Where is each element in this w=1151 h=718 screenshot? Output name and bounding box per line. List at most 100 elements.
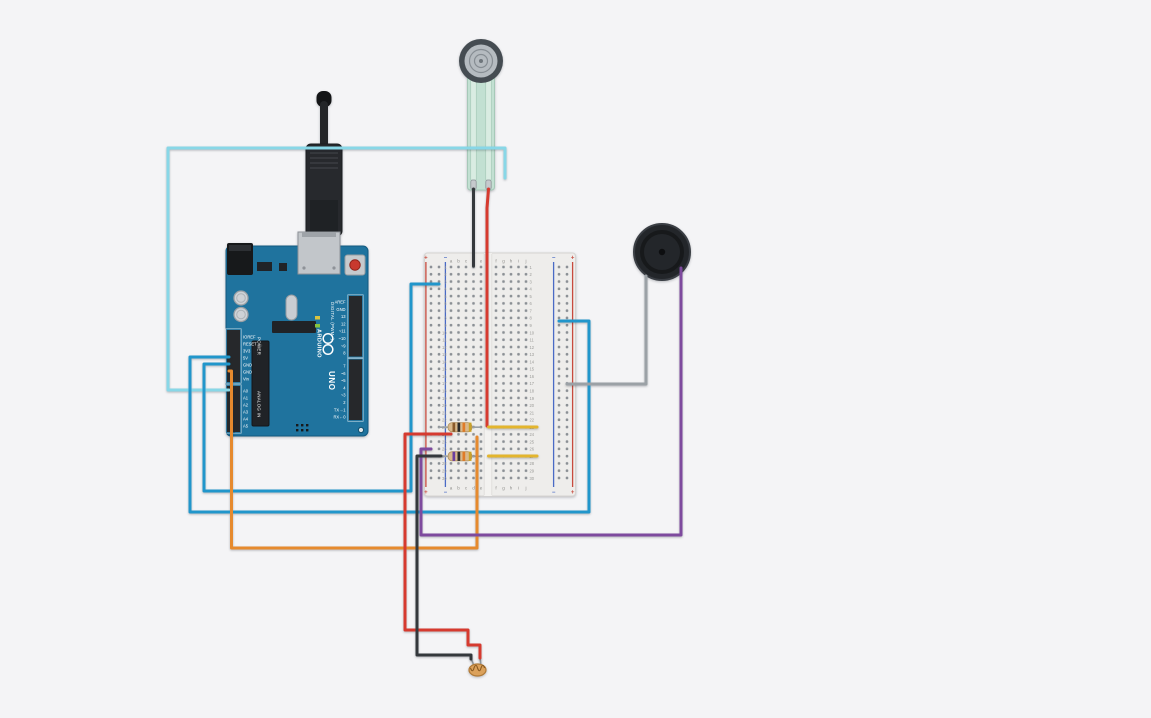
row-number: 5 [530, 294, 533, 299]
power-header[interactable] [227, 330, 240, 382]
row-number: 29 [530, 469, 535, 474]
digital-header-top[interactable] [349, 296, 362, 357]
reset-button[interactable] [349, 259, 361, 271]
resistor-band [462, 451, 466, 461]
pin-label: A0 [243, 389, 249, 394]
chip-notch [258, 343, 263, 348]
rail-plus-label: + [571, 256, 575, 262]
usb-socket-lip [302, 232, 336, 237]
pin-label: A2 [243, 403, 249, 408]
resistor-band [457, 451, 461, 461]
row-number: 29 [442, 469, 447, 474]
icsp-pin [296, 424, 299, 427]
column-letter: j [524, 259, 526, 264]
fsr-trace [485, 79, 492, 181]
row-number: 15 [530, 367, 535, 372]
usb-cable [320, 101, 328, 148]
row-number: 19 [442, 396, 447, 401]
fsr-ring [468, 48, 494, 74]
column-letter: e [480, 259, 483, 264]
pin-label: 5V [243, 356, 248, 361]
pin-label: 13 [341, 314, 346, 319]
resistor-band [457, 422, 461, 432]
capacitor [233, 290, 249, 306]
analog-header[interactable] [227, 386, 240, 432]
row-number: 6 [530, 301, 533, 306]
silkscreen-outline [347, 357, 364, 422]
power-rail-right[interactable] [555, 263, 571, 482]
atmega-chip [251, 340, 270, 427]
piezo-buzzer[interactable] [633, 223, 691, 281]
wire-photoresistor-red[interactable] [403, 432, 482, 660]
pin-label: GND [243, 370, 252, 375]
rail-plus-label: + [424, 490, 428, 496]
column-letter: b [457, 259, 460, 264]
led-on [315, 324, 320, 328]
resistor-band [452, 451, 456, 461]
row-number: 17 [442, 381, 447, 386]
fsr-ring [473, 53, 489, 69]
force-sensor[interactable] [459, 39, 503, 191]
row-number: 25 [530, 439, 535, 444]
row-number: 26 [530, 447, 535, 452]
column-letter: g [502, 259, 505, 264]
led-l [315, 316, 320, 320]
row-number: 13 [442, 352, 447, 357]
row-number: 26 [442, 447, 447, 452]
pin-label: ~10 [339, 336, 347, 341]
column-letter: i [518, 259, 519, 264]
wire-arduino-analog-cyan[interactable] [166, 146, 507, 392]
capacitor-ring [236, 309, 246, 320]
photoresistor[interactable] [468, 656, 487, 677]
capacitor [233, 306, 249, 323]
hole-grid-abcde[interactable] [447, 263, 485, 482]
row-number: 5 [444, 294, 447, 299]
usb-socket-dimple [332, 266, 336, 270]
rail-minus-label: − [444, 490, 448, 496]
row-number: 2 [530, 272, 533, 277]
wire-buzzer-gray[interactable] [565, 274, 648, 386]
arduino-logo-icon [322, 332, 334, 345]
pin-label: GND [243, 363, 252, 368]
hole-grid-fghij[interactable] [492, 263, 530, 482]
wire-buzzer-purple[interactable] [419, 266, 683, 537]
row-number: 2 [444, 272, 447, 277]
wire-arduino-orange[interactable] [227, 369, 479, 550]
digital-header-bottom[interactable] [349, 359, 362, 421]
ic-chip [272, 321, 316, 333]
wire-fsr-lead-red[interactable] [485, 187, 490, 428]
digital-group-label: DIGITAL (PWM~) [330, 302, 335, 340]
row-number: 30 [530, 476, 535, 481]
row-number: 18 [530, 388, 535, 393]
wire-arduino-gnd-left-rail-blue[interactable] [202, 282, 441, 493]
column-letter: h [510, 259, 513, 264]
pin-label: GND [336, 307, 345, 312]
pin-label: TX→1 [334, 407, 346, 412]
pin-label: 4 [343, 385, 346, 390]
row-number: 21 [530, 410, 535, 415]
pin-label: 12 [341, 321, 346, 326]
row-number: 3 [444, 279, 447, 284]
wire-arduino-5v-right-rail-blue[interactable] [188, 319, 591, 514]
icsp-pin [301, 429, 304, 432]
icsp-pin [306, 424, 309, 427]
row-number: 7 [530, 308, 533, 313]
row-number: 4 [444, 287, 447, 292]
row-number: 19 [530, 396, 535, 401]
pin-label: AREF [335, 300, 346, 305]
column-letter: i [518, 486, 519, 491]
pin-label: 7 [343, 364, 346, 369]
mounting-hole [357, 426, 365, 434]
pin-label: 8 [343, 351, 346, 356]
row-number: 22 [442, 418, 447, 423]
wire-photoresistor-black[interactable] [415, 454, 473, 661]
column-letter: f [495, 486, 497, 491]
icsp-pin [306, 429, 309, 432]
fsr-trace [470, 79, 477, 181]
pin-label: ~11 [339, 329, 346, 334]
pin-label: RX←0 [333, 415, 346, 420]
